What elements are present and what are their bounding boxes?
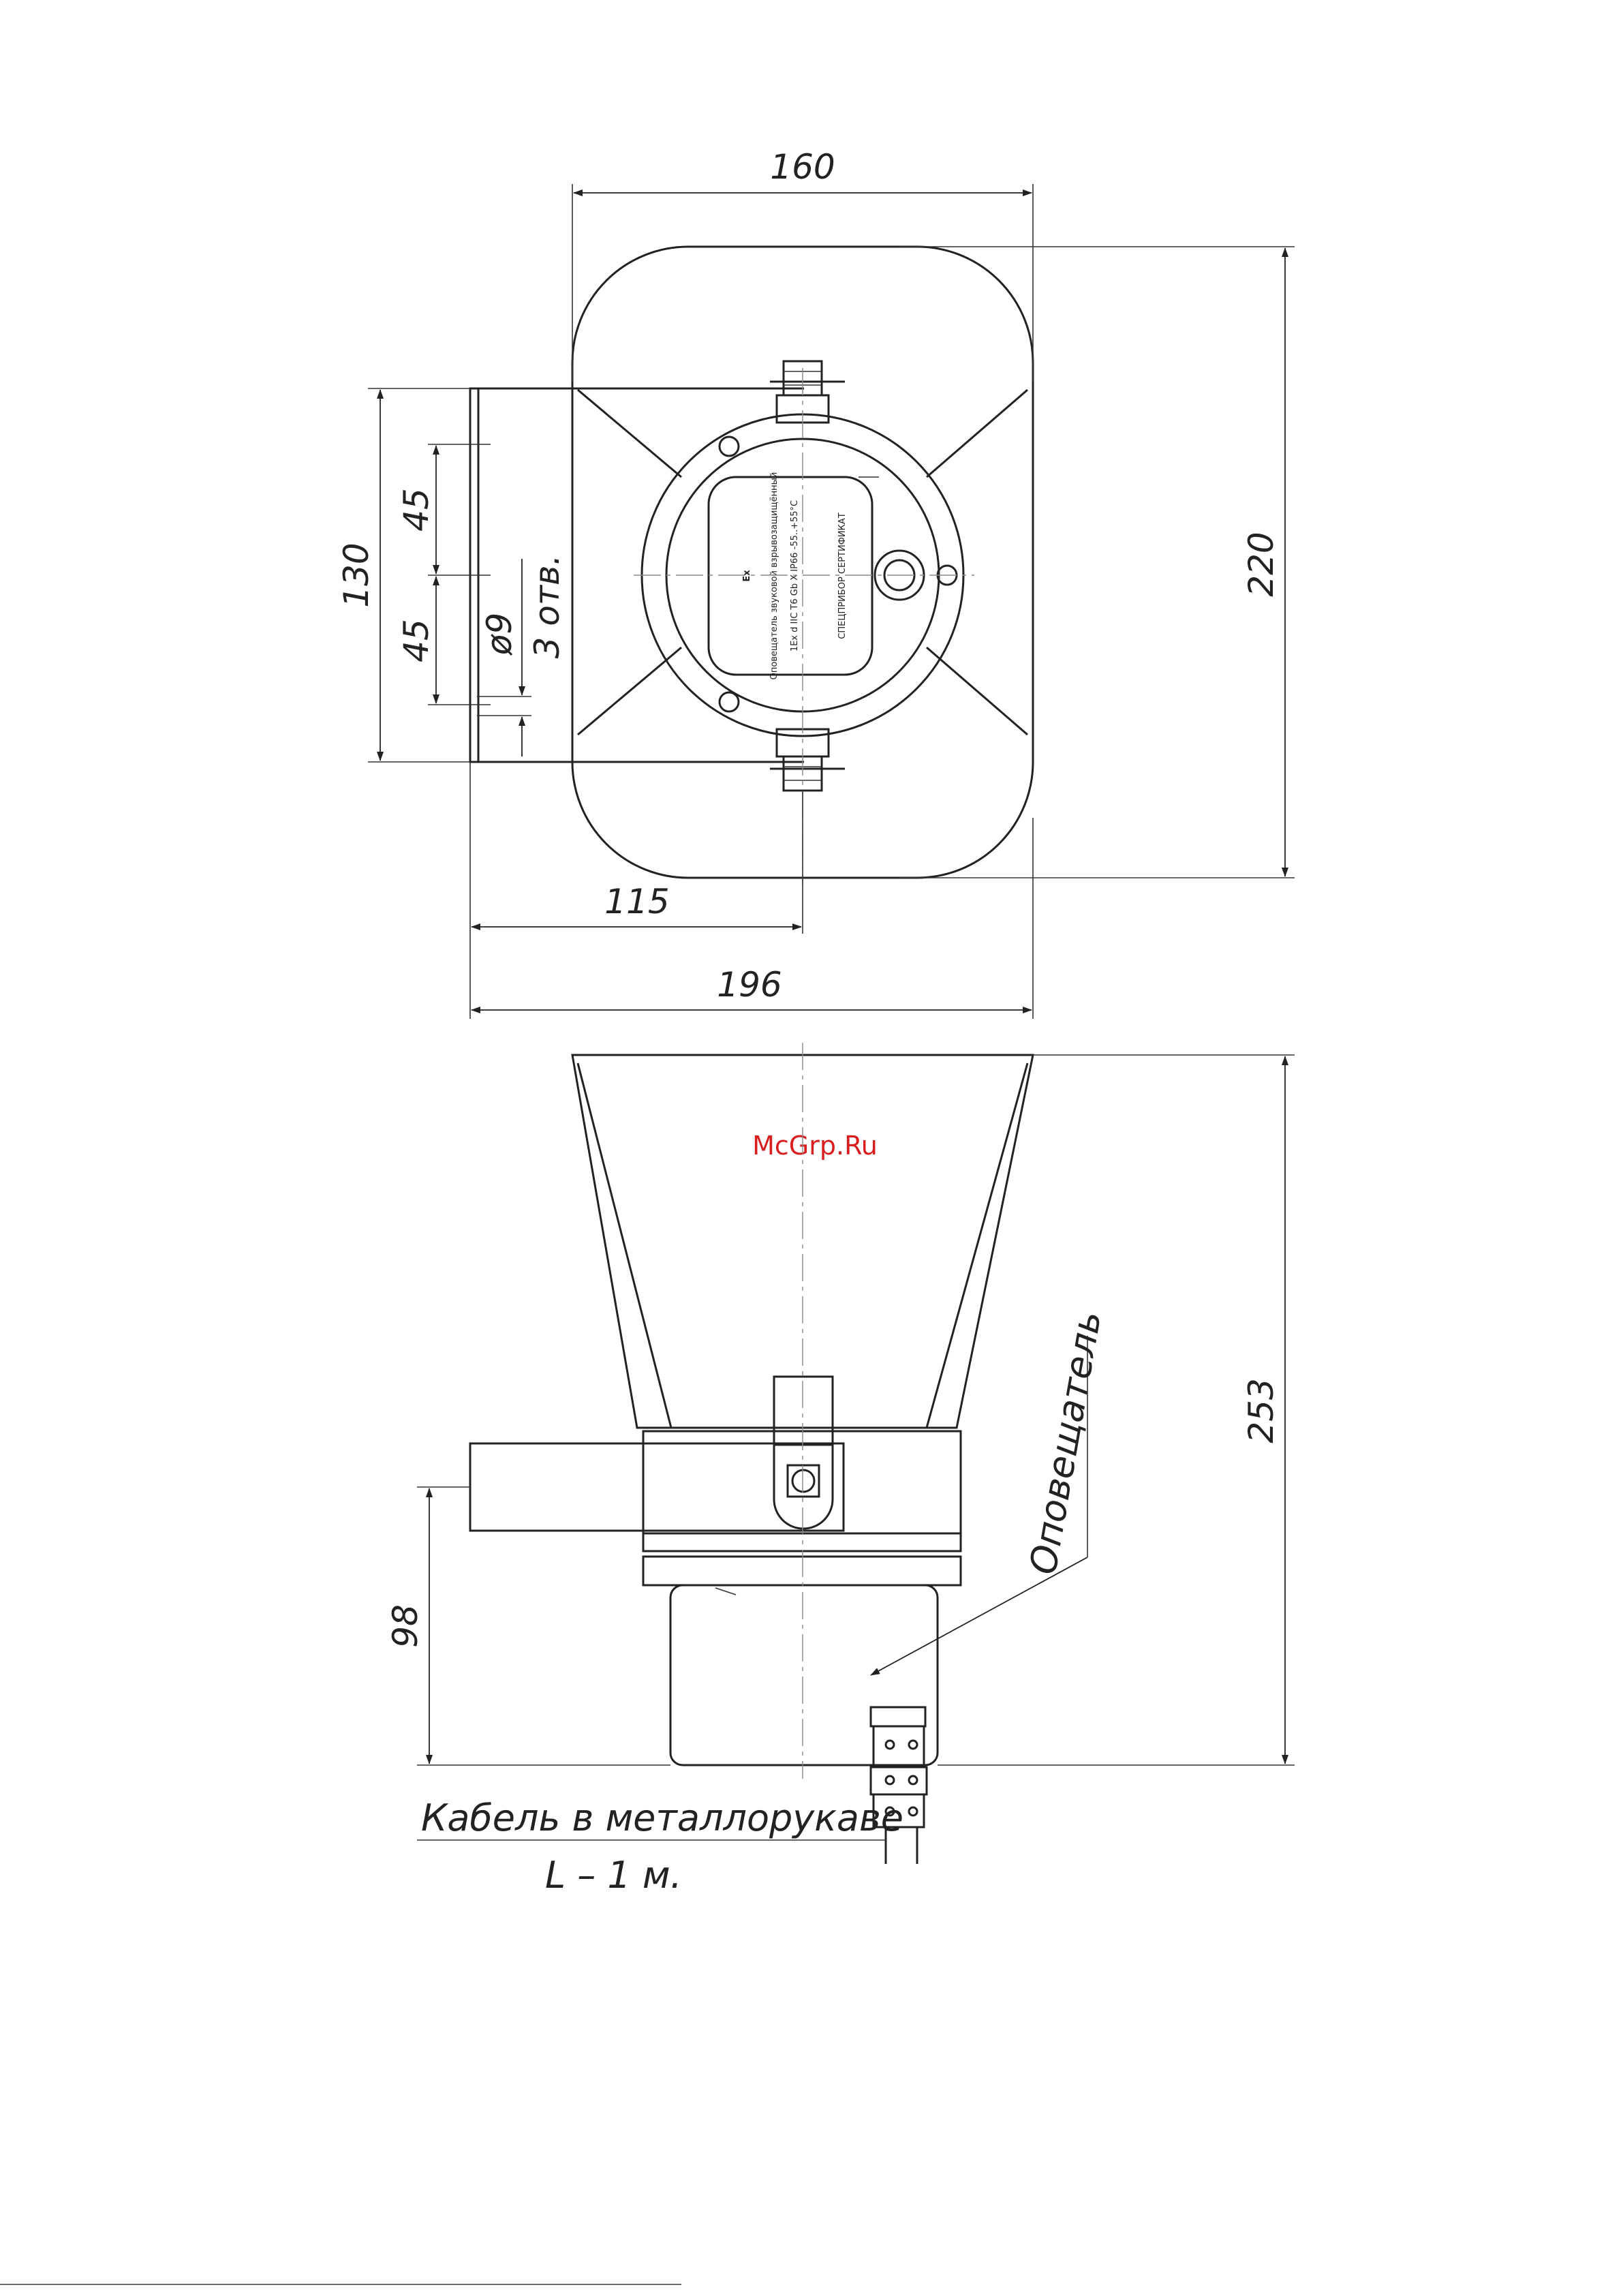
horn-edge-br <box>927 647 1027 735</box>
screw-bl-icon <box>720 692 739 711</box>
cable-label: Кабель в металлорукаве <box>421 1796 903 1839</box>
watermark: McGrp.Ru <box>752 1131 878 1161</box>
dim-253-label: 253 <box>1241 1378 1281 1443</box>
side-view: 253 98 Оповещатель Кабель в металлорукав… <box>386 1043 1295 1897</box>
plate-line-1: Оповещатель звуковой взрывозащищённый <box>769 472 779 680</box>
driver-cylinder <box>670 1585 938 1765</box>
dim-220-label: 220 <box>1241 532 1281 596</box>
dim-45-upper-label: 45 <box>397 488 436 532</box>
dim-98-label: 98 <box>386 1604 425 1648</box>
hole-count-label: 3 отв. <box>527 555 567 659</box>
dim-196-label: 196 <box>717 965 782 1005</box>
plate-line-2: 1Ex d IIC T6 Gb X IP66 -55..+55°C <box>790 500 800 652</box>
horn-edge-tr <box>927 390 1027 477</box>
top-view: Ex Оповещатель звуковой взрывозащищённый… <box>337 147 1295 1019</box>
horn-inner-left <box>578 1063 671 1428</box>
hole-diameter-label: ø9 <box>480 613 519 656</box>
nameplate: Ex Оповещатель звуковой взрывозащищённый… <box>709 472 879 680</box>
dim-130-label: 130 <box>337 542 376 607</box>
cable-length-label: L – 1 м. <box>545 1854 682 1897</box>
housing-flange <box>643 1557 961 1585</box>
horn-edge-tl <box>578 390 681 477</box>
dim-160-label: 160 <box>770 147 835 187</box>
leader-label: Оповещатель <box>1021 1308 1110 1578</box>
dim-45-lower-label: 45 <box>397 619 436 662</box>
plate-line-3: СПЕЦПРИБОР СЕРТИФИКАТ <box>837 512 848 639</box>
horn-inner-right <box>927 1063 1027 1428</box>
screw-tl-icon <box>720 437 739 456</box>
dim-115-label: 115 <box>604 882 669 921</box>
clamp-stub <box>774 1377 833 1445</box>
